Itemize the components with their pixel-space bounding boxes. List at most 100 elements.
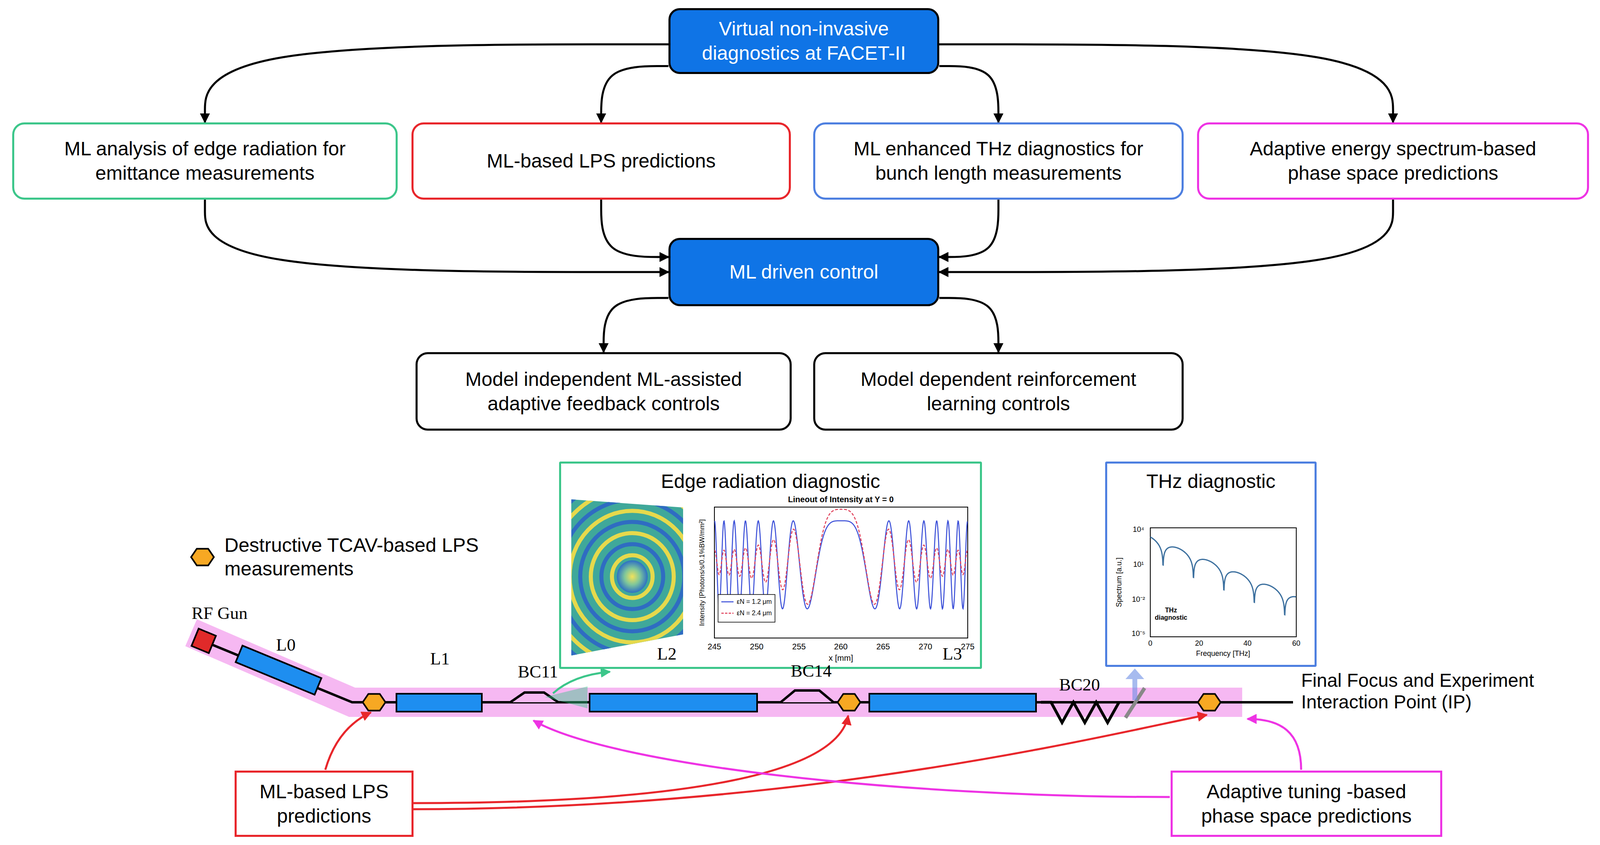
outlined-box: ML-based LPS predictions: [234, 770, 414, 837]
plot-label: 10⁻²: [1131, 595, 1146, 604]
connector-arrow: [939, 44, 1394, 123]
node-text: Model independent ML-assisted adaptive f…: [445, 367, 763, 416]
plot-curve: [1150, 537, 1296, 615]
beamline-label: L0: [276, 634, 296, 655]
ring: [590, 533, 674, 621]
ring: [474, 411, 791, 743]
plot-curve: [714, 509, 968, 605]
tcav-hexagon: [837, 693, 861, 711]
legend-line: [720, 611, 735, 616]
plot-label: Spectrum [a.u.]: [1114, 557, 1124, 608]
outlined-box: ML enhanced THz diagnostics for bunch le…: [813, 122, 1184, 200]
plot-label: THz diagnostic: [1152, 606, 1190, 622]
beamline-label: Final Focus and Experiment Interaction P…: [1301, 669, 1592, 713]
connector-arrow: [603, 298, 669, 353]
leader-arrow: [552, 671, 610, 694]
outlined-box: Model independent ML-assisted adaptive f…: [415, 352, 792, 431]
chicane-bc14: [780, 690, 834, 703]
connector-arrow: [939, 66, 999, 123]
beamline-label: L3: [942, 643, 963, 664]
tcav-hexagons: [362, 693, 1221, 711]
chicane-bc20: [1040, 702, 1119, 723]
beamline-label: BC20: [1059, 674, 1100, 695]
ring: [611, 555, 653, 599]
ring: [580, 522, 685, 632]
ring: [601, 544, 664, 610]
plot-label: 250: [749, 642, 764, 652]
rf-gun: [191, 628, 216, 654]
plot-axes: [714, 507, 968, 638]
leader-arrow: [1247, 718, 1302, 770]
connector-arrow: [601, 66, 669, 123]
connector-arrow: [204, 199, 669, 273]
beamline-label: BC14: [790, 660, 832, 681]
node-text: ML driven control: [729, 259, 879, 285]
beamline: [195, 637, 1294, 703]
outlined-box: Edge radiation diagnostic: [559, 461, 982, 669]
legend-hexagon: [189, 546, 216, 569]
node-text: ML-based LPS predictions: [246, 779, 402, 829]
node-text: ML-based LPS predictions: [486, 148, 716, 174]
radiation-cone: [544, 686, 588, 709]
legend-entry: εN = 2.4 μm: [720, 609, 772, 617]
outlined-box: ML-based LPS predictions: [411, 122, 791, 200]
outlined-box: ML analysis of edge radiation for emitta…: [12, 122, 398, 200]
leader-arrow: [413, 714, 1207, 810]
ring: [485, 422, 780, 732]
ring: [537, 477, 727, 676]
outlined-box: Adaptive energy spectrum-based phase spa…: [1197, 122, 1590, 200]
plot-label: 265: [876, 642, 890, 652]
plot-label: 255: [792, 642, 806, 652]
plot-label: 275: [960, 642, 975, 652]
beamline-label: RF Gun: [191, 602, 248, 623]
plot-label: 10⁴: [1132, 525, 1145, 534]
beamline-label: BC11: [518, 661, 559, 682]
filled-box: Virtual non-invasive diagnostics at FACE…: [668, 8, 940, 75]
beamline-label: L2: [657, 643, 677, 664]
plot-label: 0: [1148, 639, 1153, 648]
plot-axes: [1150, 527, 1297, 637]
connector-arrow: [204, 44, 669, 123]
ring: [559, 499, 706, 654]
plot-label: 40: [1243, 639, 1252, 648]
legend-entry: εN = 1.2 μm: [720, 597, 772, 606]
thz-arrow: [1125, 668, 1145, 701]
node-text: Model dependent reinforcement learning c…: [835, 367, 1162, 416]
plot-label: 20: [1195, 639, 1204, 648]
node-text: Edge radiation diagnostic: [660, 469, 880, 494]
node-text: Adaptive energy spectrum-based phase spa…: [1226, 136, 1560, 186]
plot-legend-box: [718, 594, 775, 623]
edge-radiation-image: [463, 399, 801, 754]
plot-label: 245: [707, 642, 721, 652]
legend-text: Destructive TCAV-based LPS measurements: [224, 533, 493, 581]
legend-text: εN = 2.4 μm: [736, 609, 772, 617]
plot-label: Frequency [THz]: [1195, 649, 1250, 658]
ring: [548, 488, 717, 665]
connector-arrow: [939, 199, 1394, 273]
ring: [569, 510, 695, 643]
leader-arrow: [413, 715, 849, 804]
plot-label: Intensity [Photons/s/0.1%BW/mm²]: [698, 519, 707, 627]
leader-arrow: [325, 712, 371, 770]
connector-arrow: [939, 298, 999, 353]
plot-label: x [mm]: [828, 653, 854, 663]
legend-line: [720, 599, 735, 604]
node-text: ML enhanced THz diagnostics for bunch le…: [844, 136, 1154, 186]
plot-label: 10⁻⁵: [1131, 629, 1146, 638]
outlined-box: Adaptive tuning -based phase space predi…: [1170, 770, 1443, 837]
node-text: Virtual non-invasive diagnostics at FACE…: [680, 16, 928, 66]
connector-arrow: [939, 199, 999, 257]
plot-label: 260: [833, 642, 848, 652]
leader-arrow: [533, 720, 1170, 797]
plot-label: 270: [918, 642, 932, 652]
tcav-hexagon: [1197, 693, 1221, 711]
filled-box: ML driven control: [668, 237, 940, 307]
tcav-hexagon: [362, 693, 386, 711]
connector-arrow: [601, 199, 669, 257]
plot-label: Lineout of Intensity at Y = 0: [788, 494, 894, 505]
node-text: Adaptive tuning -based phase space predi…: [1182, 779, 1431, 829]
ring: [463, 399, 801, 754]
plot-label: 10¹: [1133, 560, 1144, 569]
